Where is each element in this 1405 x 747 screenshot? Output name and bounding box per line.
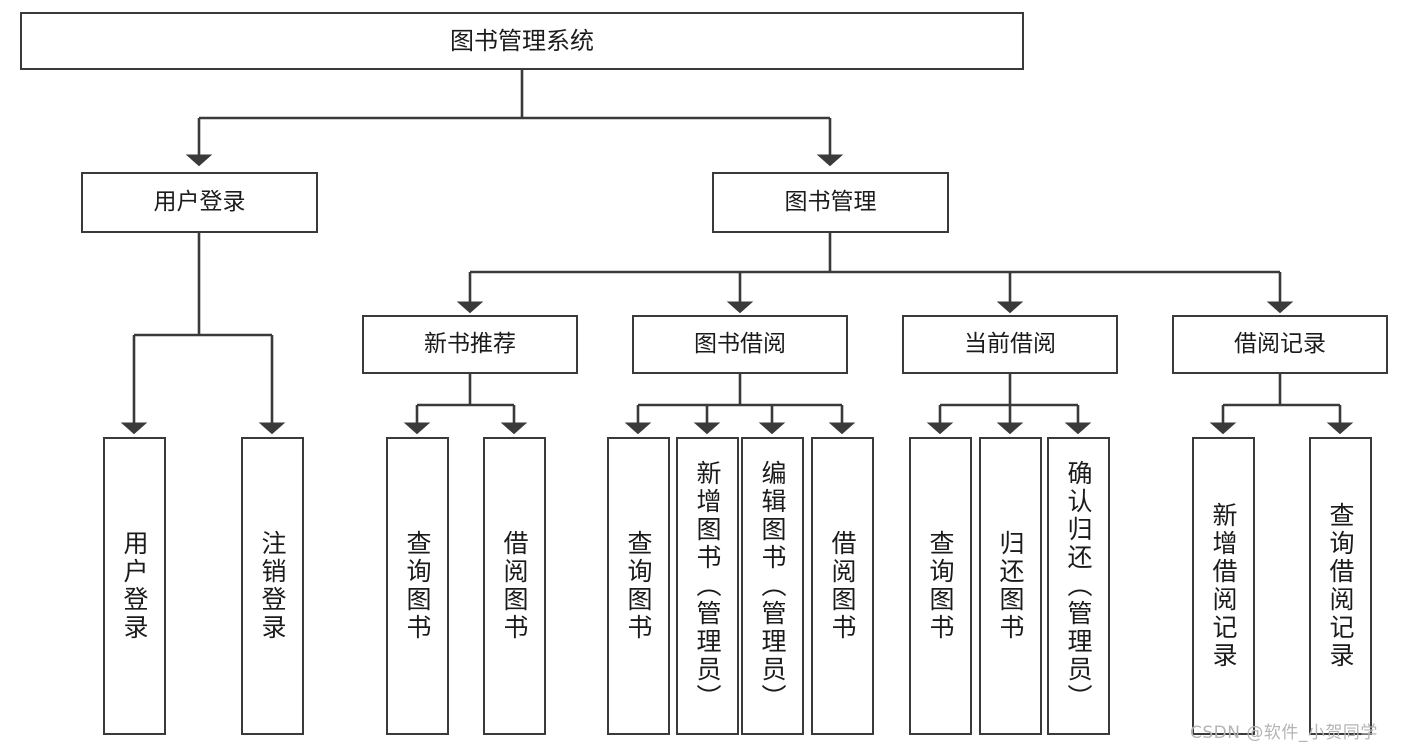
leaf-user-login[interactable]: 用户登录: [103, 437, 166, 735]
leaf-currentborrow-query-book[interactable]: 查询图书: [909, 437, 972, 735]
node-borrow-record[interactable]: 借阅记录: [1172, 315, 1388, 374]
node-borrow-record-label: 借阅记录: [1234, 330, 1326, 357]
node-book-manage[interactable]: 图书管理: [712, 172, 949, 233]
node-user-login[interactable]: 用户登录: [81, 172, 318, 233]
node-current-borrow-label: 当前借阅: [964, 330, 1056, 357]
leaf-bookborrow-add-book-label: 新增图书（管理员）: [693, 460, 722, 712]
leaf-currentborrow-return-book-label: 归还图书: [996, 530, 1025, 642]
leaf-logout[interactable]: 注销登录: [241, 437, 304, 735]
node-current-borrow[interactable]: 当前借阅: [902, 315, 1118, 374]
leaf-bookborrow-borrow-book[interactable]: 借阅图书: [811, 437, 874, 735]
leaf-borrowrecord-add-record[interactable]: 新增借阅记录: [1192, 437, 1255, 735]
leaf-borrowrecord-add-record-label: 新增借阅记录: [1209, 502, 1238, 670]
watermark-text: CSDN @软件_小贺同学: [1190, 723, 1378, 743]
leaf-bookborrow-query-book-label: 查询图书: [624, 530, 653, 642]
leaf-borrowrecord-query-record[interactable]: 查询借阅记录: [1309, 437, 1372, 735]
leaf-bookborrow-query-book[interactable]: 查询图书: [607, 437, 670, 735]
leaf-bookborrow-edit-book-label: 编辑图书（管理员）: [758, 460, 787, 712]
leaf-currentborrow-confirm-return[interactable]: 确认归还（管理员）: [1047, 437, 1110, 735]
leaf-bookborrow-borrow-book-label: 借阅图书: [828, 530, 857, 642]
node-book-borrow[interactable]: 图书借阅: [632, 315, 848, 374]
node-user-login-label: 用户登录: [153, 188, 246, 215]
leaf-newbook-borrow-book[interactable]: 借阅图书: [483, 437, 546, 735]
leaf-bookborrow-add-book[interactable]: 新增图书（管理员）: [676, 437, 739, 735]
leaf-logout-label: 注销登录: [258, 530, 287, 642]
node-root[interactable]: 图书管理系统: [20, 12, 1024, 70]
leaf-bookborrow-edit-book[interactable]: 编辑图书（管理员）: [741, 437, 804, 735]
node-root-label: 图书管理系统: [450, 26, 594, 55]
leaf-currentborrow-return-book[interactable]: 归还图书: [979, 437, 1042, 735]
leaf-user-login-label: 用户登录: [120, 530, 149, 642]
leaf-newbook-query-book[interactable]: 查询图书: [386, 437, 449, 735]
node-book-borrow-label: 图书借阅: [694, 330, 786, 357]
node-new-book-recommend-label: 新书推荐: [424, 330, 516, 357]
leaf-newbook-query-book-label: 查询图书: [403, 530, 432, 642]
leaf-borrowrecord-query-record-label: 查询借阅记录: [1326, 502, 1355, 670]
leaf-currentborrow-query-book-label: 查询图书: [926, 530, 955, 642]
leaf-newbook-borrow-book-label: 借阅图书: [500, 530, 529, 642]
node-new-book-recommend[interactable]: 新书推荐: [362, 315, 578, 374]
leaf-currentborrow-confirm-return-label: 确认归还（管理员）: [1064, 460, 1093, 712]
node-book-manage-label: 图书管理: [784, 188, 877, 215]
